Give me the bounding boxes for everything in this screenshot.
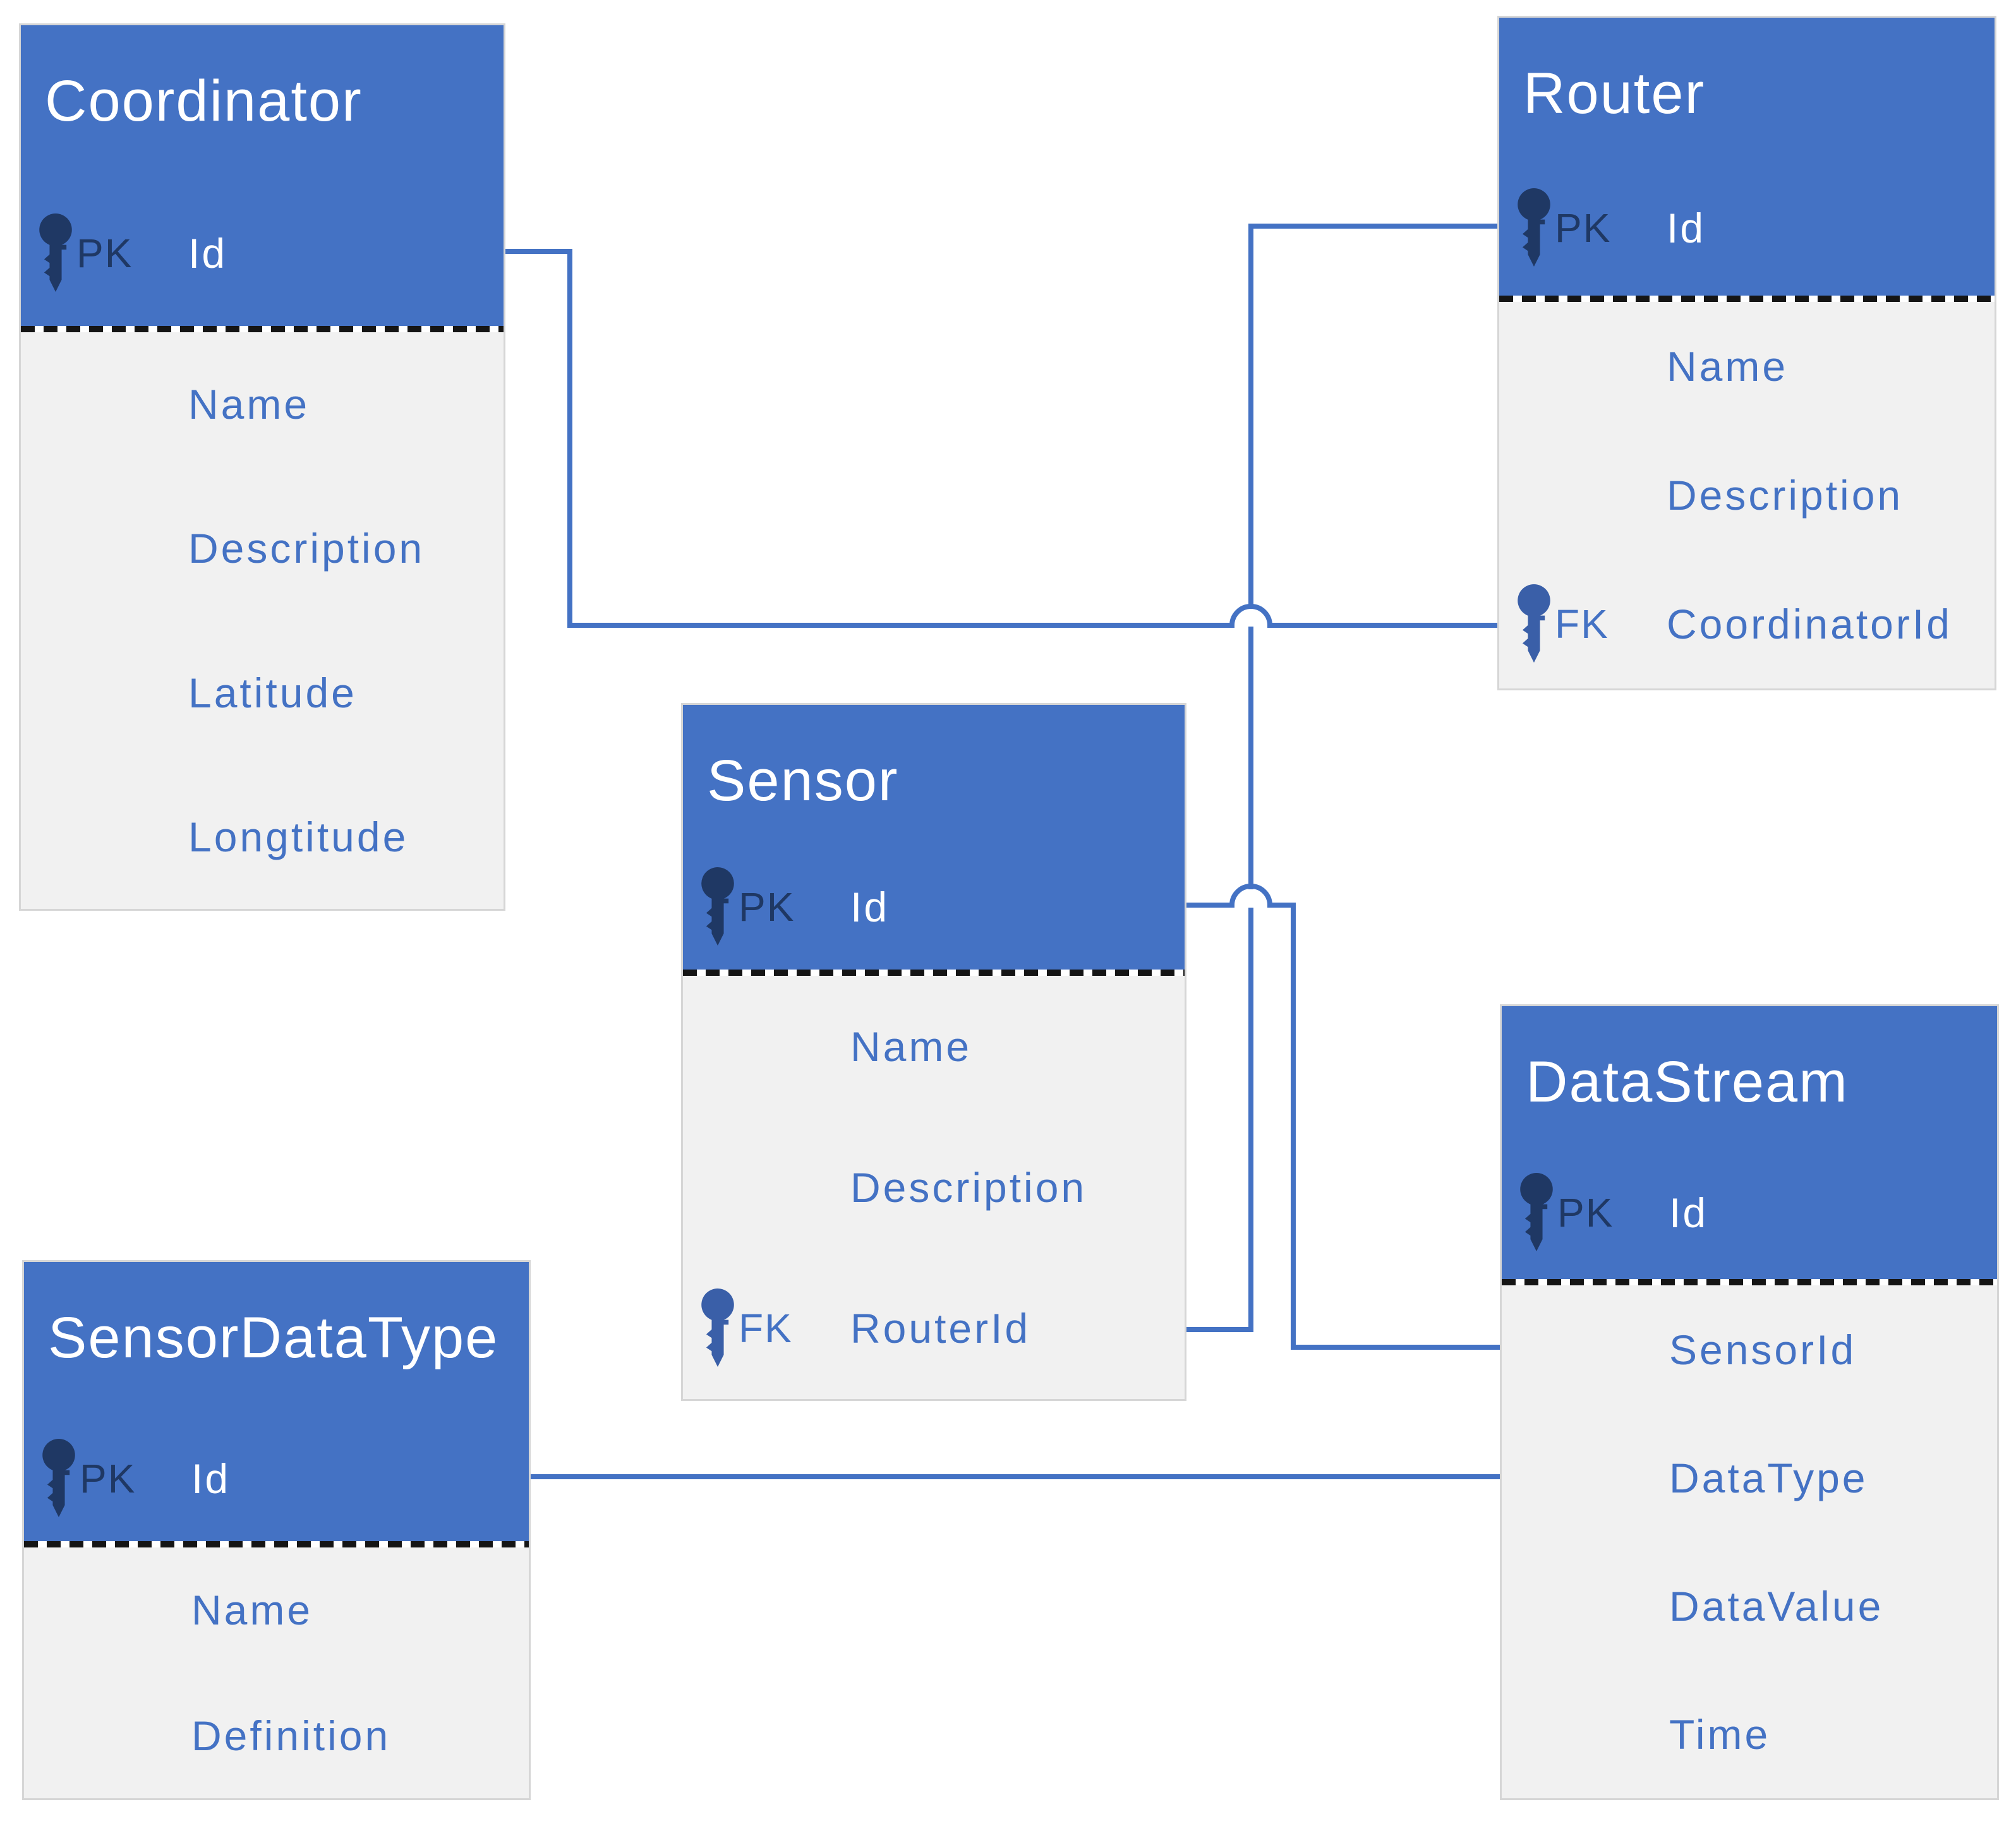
primary-key-icon	[1518, 188, 1550, 267]
header-divider	[24, 1541, 529, 1547]
attribute-row: DataValue	[1502, 1542, 1997, 1670]
key-cell: PK	[21, 213, 188, 293]
attribute-row-fk: FK RouterId	[683, 1258, 1185, 1399]
attribute-name: Definition	[191, 1712, 391, 1759]
attribute-row: SensorId	[1502, 1285, 1997, 1414]
entity-sensordatatype-header: SensorDataType PK Id	[24, 1262, 529, 1541]
pk-field: Id	[1669, 1189, 1708, 1236]
key-cell: FK	[683, 1288, 850, 1368]
key-cell: PK	[1502, 1173, 1669, 1252]
attribute-name: DataValue	[1669, 1582, 1884, 1630]
entity-title: Coordinator	[45, 69, 363, 133]
attribute-name: Description	[850, 1163, 1087, 1211]
pk-label: PK	[80, 1456, 136, 1501]
key-cell: PK	[24, 1439, 191, 1518]
entity-body: Name Description Latitude Longtitude	[21, 332, 504, 909]
header-divider	[1499, 296, 1995, 302]
primary-key-icon	[1520, 1173, 1553, 1252]
attribute-row: Time	[1502, 1670, 1997, 1798]
relationship-sensor-datastream	[1186, 884, 1500, 1350]
line-hop-gap	[1245, 889, 1257, 908]
entity-title: Router	[1523, 61, 1706, 126]
primary-key-icon	[42, 1439, 75, 1518]
entity-title: Sensor	[707, 748, 899, 813]
foreign-key-icon	[1518, 584, 1550, 663]
entity-sensor-header: Sensor PK Id	[683, 705, 1185, 970]
pk-row: PK Id	[1502, 1172, 1997, 1254]
relationship-coordinator-router	[505, 249, 1497, 628]
attribute-row: Description	[21, 476, 504, 620]
attribute-name: Latitude	[188, 669, 357, 716]
header-divider	[21, 326, 504, 332]
relationship-router-sensor	[1186, 224, 1497, 1332]
attribute-name: CoordinatorId	[1667, 601, 1952, 647]
attribute-row: DataType	[1502, 1414, 1997, 1542]
attribute-name: Name	[191, 1587, 313, 1634]
entity-sensordatatype: SensorDataType PK Id Name Defini	[22, 1260, 531, 1800]
attribute-name: Time	[1669, 1710, 1771, 1758]
entity-datastream: DataStream PK Id SensorId DataTy	[1500, 1004, 1999, 1800]
attribute-row: Name	[24, 1547, 529, 1673]
attribute-row: Description	[1499, 431, 1995, 560]
pk-row: PK Id	[21, 212, 504, 294]
pk-row: PK Id	[1499, 187, 1995, 269]
attribute-row: Name	[683, 976, 1185, 1117]
attribute-name: SensorId	[1669, 1326, 1857, 1373]
line-hop-gap	[1245, 608, 1257, 627]
key-cell: FK	[1499, 584, 1667, 664]
attribute-name: Description	[188, 525, 425, 572]
attribute-row: Latitude	[21, 621, 504, 765]
attribute-row: Name	[21, 332, 504, 476]
pk-field: Id	[1667, 205, 1706, 251]
attribute-name: Name	[850, 1023, 972, 1070]
attribute-name: Description	[1667, 472, 1904, 519]
pk-label: PK	[739, 884, 795, 930]
pk-label: PK	[1555, 205, 1612, 251]
entity-router-header: Router PK Id	[1499, 18, 1995, 296]
entity-router: Router PK Id Name Description	[1497, 16, 1996, 690]
fk-label: FK	[1555, 601, 1609, 647]
entity-coordinator: Coordinator PK Id Name Descripti	[19, 23, 505, 911]
attribute-row: Name	[1499, 302, 1995, 431]
primary-key-icon	[701, 867, 734, 946]
attribute-name: Name	[1667, 343, 1789, 390]
entity-body: Name Description FK RouterId	[683, 976, 1185, 1399]
entity-datastream-header: DataStream PK Id	[1502, 1006, 1997, 1279]
primary-key-icon	[39, 213, 72, 292]
attribute-name: RouterId	[850, 1305, 1031, 1352]
entity-sensor: Sensor PK Id Name Description	[681, 703, 1186, 1401]
pk-row: PK Id	[24, 1438, 529, 1520]
entity-title: SensorDataType	[48, 1306, 499, 1370]
attribute-row: Description	[683, 1117, 1185, 1258]
entity-body: SensorId DataType DataValue Time	[1502, 1285, 1997, 1798]
pk-label: PK	[76, 231, 133, 276]
header-divider	[1502, 1279, 1997, 1285]
pk-row: PK Id	[683, 866, 1185, 948]
pk-field: Id	[188, 230, 227, 277]
entity-title: DataStream	[1526, 1050, 1849, 1114]
entity-body: Name Definition	[24, 1547, 529, 1798]
foreign-key-icon	[701, 1288, 734, 1367]
attribute-row-fk: FK CoordinatorId	[1499, 560, 1995, 688]
key-cell: PK	[683, 867, 850, 947]
fk-label: FK	[739, 1306, 793, 1352]
key-cell: PK	[1499, 188, 1667, 268]
attribute-row: Longtitude	[21, 765, 504, 909]
attribute-name: Longtitude	[188, 813, 409, 860]
entity-coordinator-header: Coordinator PK Id	[21, 25, 504, 326]
header-divider	[683, 970, 1185, 976]
attribute-row: Definition	[24, 1673, 529, 1799]
pk-label: PK	[1557, 1190, 1614, 1235]
entity-body: Name Description FK CoordinatorId	[1499, 302, 1995, 688]
attribute-name: DataType	[1669, 1454, 1868, 1501]
attribute-name: Name	[188, 381, 310, 428]
pk-field: Id	[850, 884, 890, 930]
pk-field: Id	[191, 1455, 231, 1502]
